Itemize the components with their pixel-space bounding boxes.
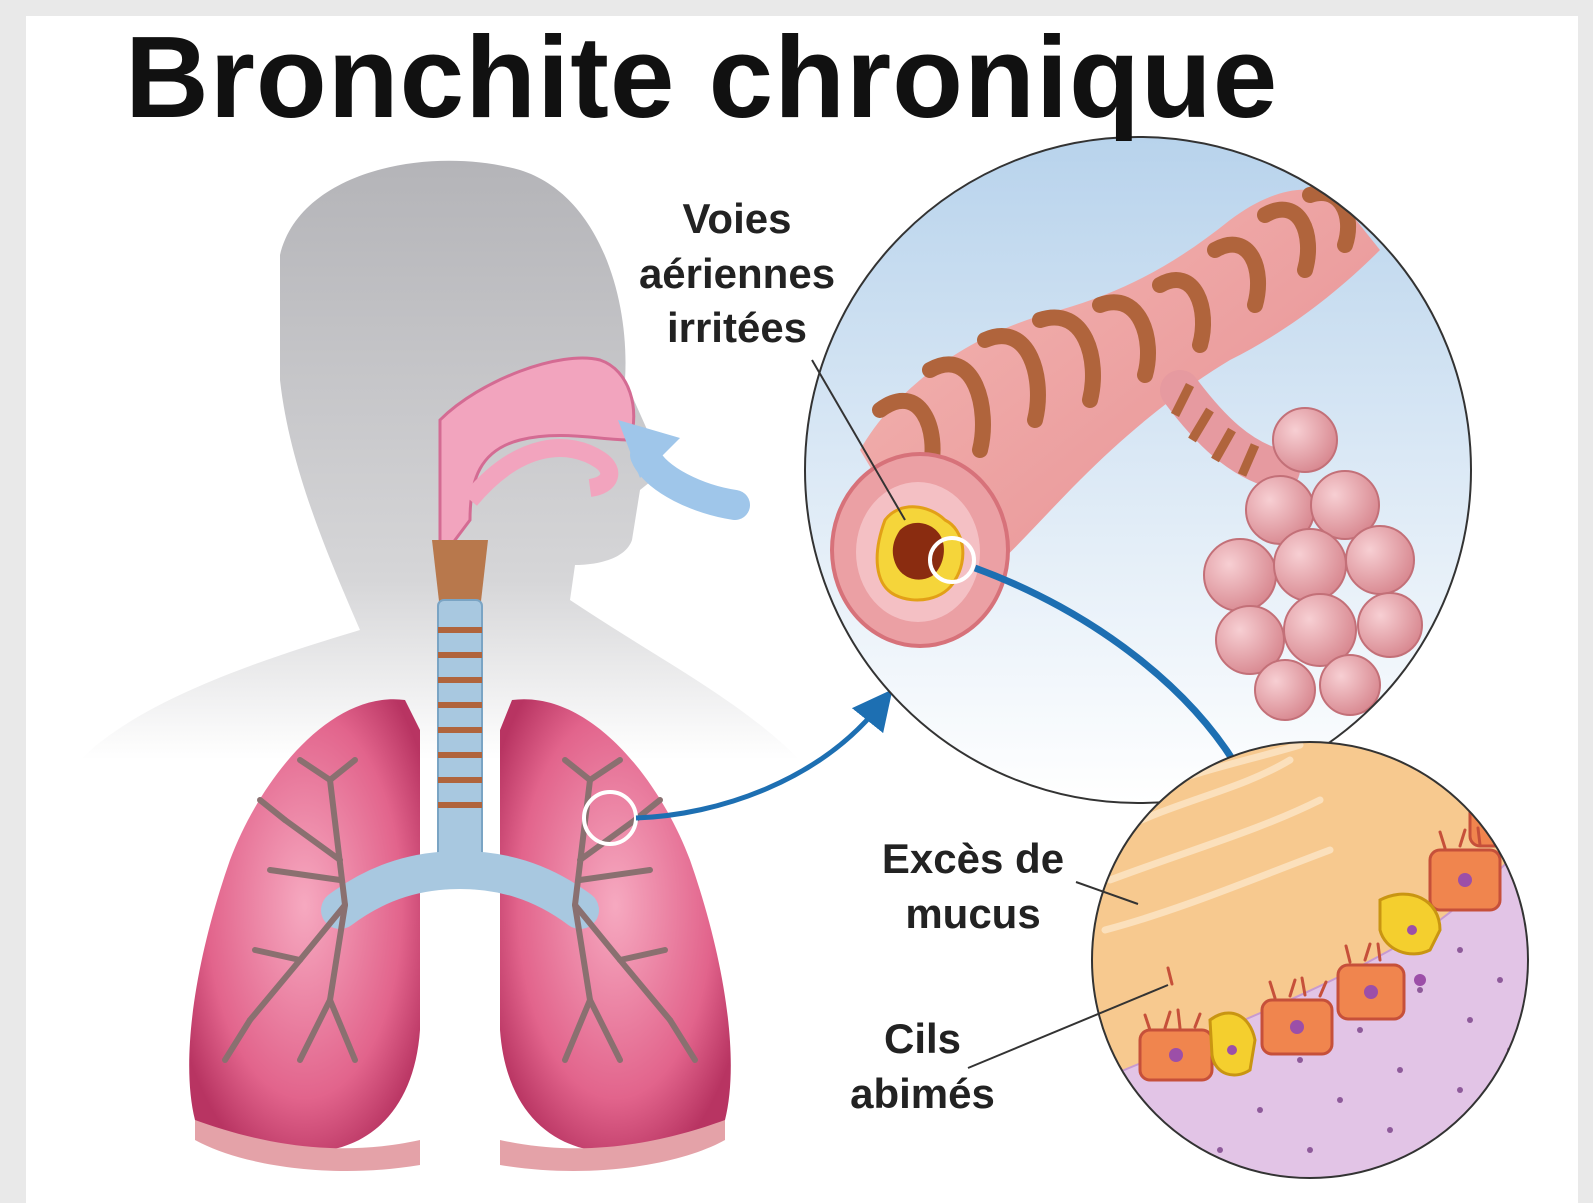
label-excess-mucus: Excès de mucus (858, 832, 1088, 941)
main-bronchi (340, 870, 580, 910)
label-line: aériennes (622, 247, 852, 302)
label-line: irritées (622, 301, 852, 356)
label-line: abimés (820, 1067, 1025, 1122)
right-lung (500, 699, 731, 1158)
diagram-title: Bronchite chronique (125, 14, 1278, 142)
label-irritated-airways: Voies aériennes irritées (622, 192, 852, 356)
trachea (438, 600, 482, 885)
label-damaged-cilia: Cils abimés (820, 1012, 1025, 1121)
label-line: mucus (858, 887, 1088, 942)
left-lung (189, 699, 420, 1158)
label-line: Excès de (858, 832, 1088, 887)
label-line: Cils (820, 1012, 1025, 1067)
lumen-core (893, 523, 944, 580)
inhale-arrow (645, 455, 735, 505)
label-line: Voies (622, 192, 852, 247)
